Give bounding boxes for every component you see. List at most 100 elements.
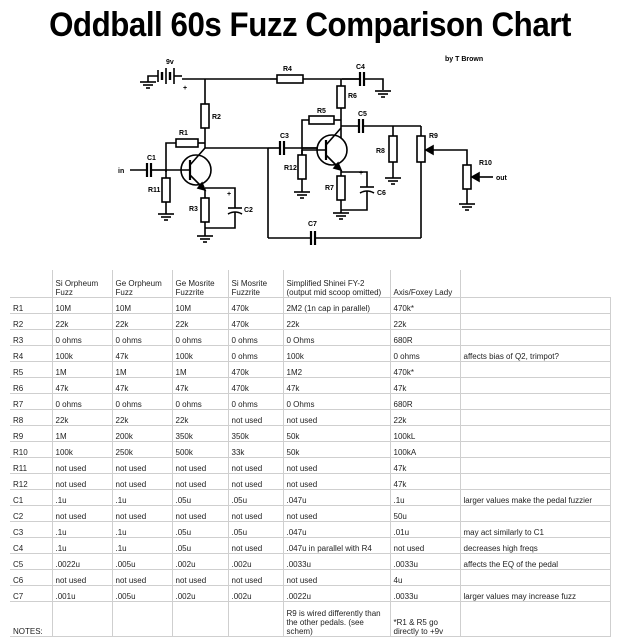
cell: 250k	[111, 441, 173, 458]
cell: 0 ohms	[171, 329, 229, 346]
cell: .05u	[227, 489, 284, 506]
cell: .05u	[227, 521, 284, 538]
comment-cell	[459, 425, 611, 442]
cell: 470k	[227, 377, 284, 394]
part-label: R9	[10, 425, 53, 442]
cell: .047u	[282, 521, 391, 538]
label-R12: R12	[284, 165, 297, 172]
cell: 100kA	[389, 441, 461, 458]
cell: not used	[111, 569, 173, 586]
comment-cell	[459, 505, 611, 522]
comment-cell	[459, 569, 611, 586]
cell: not used	[227, 457, 284, 474]
part-label: R4	[10, 345, 53, 362]
cell: 0 ohms	[389, 345, 461, 362]
cell: 680R	[389, 393, 461, 410]
cell: 680R	[389, 329, 461, 346]
part-label: C6	[10, 569, 53, 586]
cell: 22k	[51, 313, 113, 330]
label-C1: C1	[147, 155, 156, 162]
cell: .1u	[51, 521, 113, 538]
c6-plus-label: +	[359, 170, 363, 177]
cell: 47k	[111, 345, 173, 362]
cell: 100k	[282, 345, 391, 362]
cell: 10M	[51, 297, 113, 314]
header-axis-foxey: Axis/Foxey Lady	[389, 270, 461, 298]
label-R11: R11	[148, 187, 161, 194]
note-cell: *R1 & R5 go directly to +9v	[389, 601, 461, 637]
header-ge-orpheum: Ge Orpheum Fuzz	[111, 270, 173, 298]
output-label: out	[496, 175, 508, 182]
label-R9: R9	[429, 133, 438, 140]
cell: 470k	[227, 361, 284, 378]
table-header-row: Si Orpheum Fuzz Ge Orpheum Fuzz Ge Mosri…	[10, 270, 610, 298]
part-label: R5	[10, 361, 53, 378]
cell: 470k*	[389, 297, 461, 314]
cell: 100kL	[389, 425, 461, 442]
ground-icon	[140, 81, 156, 89]
cell: 50u	[389, 505, 461, 522]
cell: 50k	[282, 425, 391, 442]
comment-cell	[459, 297, 611, 314]
label-R7: R7	[325, 185, 334, 192]
note-cell	[227, 601, 284, 637]
cell: 0 ohms	[227, 393, 284, 410]
cell: .0033u	[282, 553, 391, 570]
notes-label: NOTES:	[10, 601, 53, 637]
cell: not used	[227, 505, 284, 522]
cell: 100k	[51, 345, 113, 362]
cell: 22k	[111, 313, 173, 330]
comment-cell	[459, 393, 611, 410]
label-R3: R3	[189, 206, 198, 213]
cell: .1u	[111, 537, 173, 554]
cell: .05u	[171, 489, 229, 506]
label-R2: R2	[212, 114, 221, 121]
cell: 47k	[389, 457, 461, 474]
part-label: R6	[10, 377, 53, 394]
cell: 33k	[227, 441, 284, 458]
comment-cell: larger values make the pedal fuzzier	[459, 489, 611, 506]
cell: not used	[282, 569, 391, 586]
part-label: R11	[10, 457, 53, 474]
label-C6: C6	[377, 190, 386, 197]
cell: 0 Ohms	[282, 329, 391, 346]
battery-label: 9v	[166, 59, 174, 66]
cell: 10M	[111, 297, 173, 314]
part-label: C3	[10, 521, 53, 538]
battery-plus-label: +	[183, 85, 187, 92]
cell: .047u	[282, 489, 391, 506]
cell: 0 ohms	[51, 329, 113, 346]
part-label: R1	[10, 297, 53, 314]
page-title: Oddball 60s Fuzz Comparison Chart	[49, 6, 571, 44]
cell: not used	[282, 505, 391, 522]
cell: 1M	[171, 361, 229, 378]
label-C5: C5	[358, 111, 367, 118]
cell: not used	[227, 537, 284, 554]
fuzz-schematic: 9v + in out R4 C4 R2 R1 C1 R11 R3 C2 C3 …	[118, 59, 508, 245]
label-R10: R10	[479, 160, 492, 167]
cell: not used	[171, 505, 229, 522]
label-R6: R6	[348, 93, 357, 100]
comment-cell	[459, 473, 611, 490]
cell: .1u	[111, 521, 173, 538]
part-label: R12	[10, 473, 53, 490]
note-cell	[111, 601, 173, 637]
cell: not used	[227, 409, 284, 426]
cell: 47k	[389, 473, 461, 490]
part-label: R8	[10, 409, 53, 426]
comment-cell	[459, 409, 611, 426]
label-C2: C2	[244, 207, 253, 214]
cell: 1M	[111, 361, 173, 378]
cell: 0 Ohms	[282, 393, 391, 410]
label-C7: C7	[308, 221, 317, 228]
cell: not used	[51, 457, 113, 474]
cell: 1M	[51, 361, 113, 378]
cell: 470k*	[389, 361, 461, 378]
cell: .0033u	[389, 553, 461, 570]
